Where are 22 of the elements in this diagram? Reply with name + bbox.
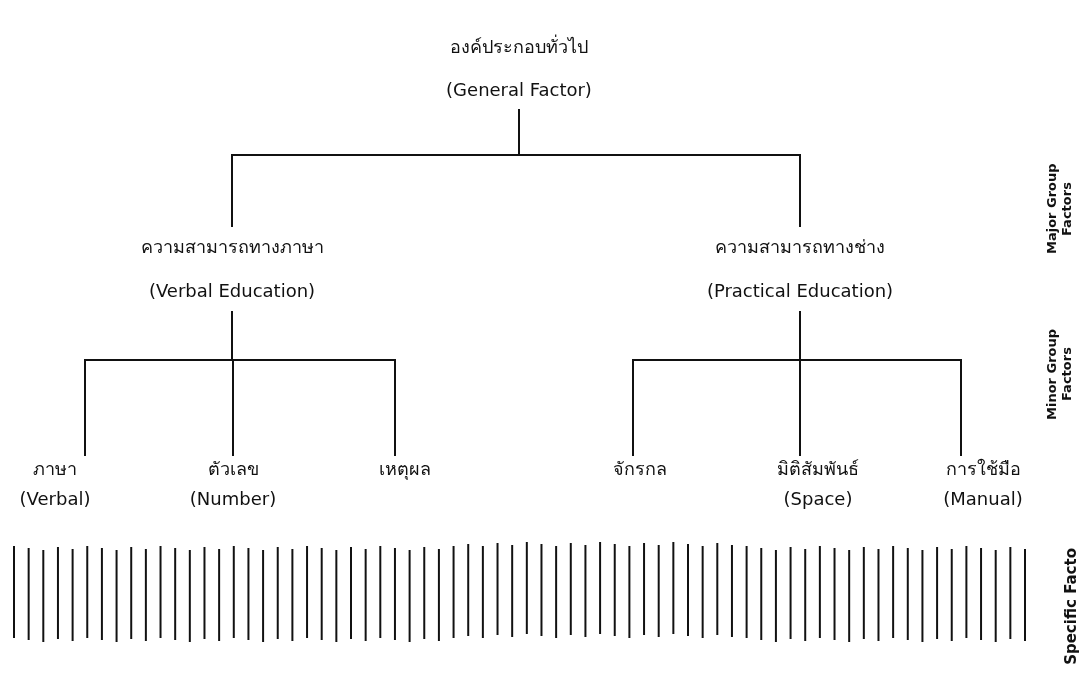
node-label: ภาษา (32, 457, 78, 481)
node-label: (General Factor) (445, 78, 593, 102)
node-label: ความสามารถทางภาษา (139, 235, 325, 259)
node-label: (Space) (782, 487, 854, 511)
node-label: การใช้มือ (944, 457, 1022, 481)
connector-line (518, 108, 801, 228)
node-label: (Manual) (942, 487, 1024, 511)
row-label: Major Group Factors (1044, 162, 1074, 257)
row-label: Specific Facto (1062, 548, 1080, 665)
node-label: (Verbal Education) (147, 279, 317, 303)
connector-line (799, 310, 962, 457)
node-label: จักรกล (612, 457, 668, 481)
node-label: (Number) (188, 487, 278, 511)
connector-line (231, 310, 396, 457)
node-label: (Verbal) (18, 487, 92, 511)
node-label: เหตุผล (378, 457, 432, 482)
node-label: ความสามารถทางช่าง (714, 235, 886, 259)
node-label: องค์ประกอบทั่วไป (449, 33, 589, 59)
row-label: Minor Group Factors (1044, 327, 1074, 422)
node-label: (Practical Education) (705, 279, 895, 303)
node-label: มิติสัมพันธ์ (776, 457, 860, 481)
node-label: ตัวเลข (206, 457, 260, 481)
